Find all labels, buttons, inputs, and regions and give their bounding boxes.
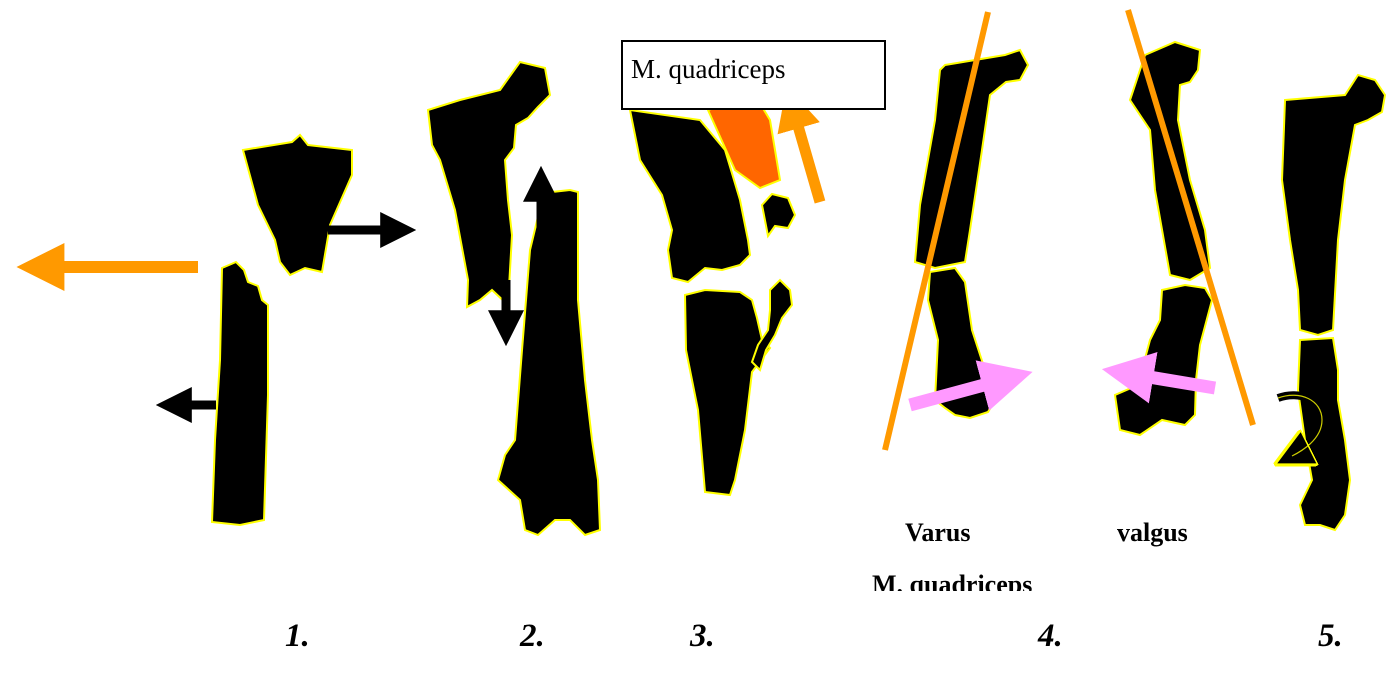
quadriceps-label-box: M. quadriceps <box>621 40 886 110</box>
fig2-femur-distal <box>498 190 600 535</box>
figure-number-1: 1. <box>285 618 310 655</box>
quadriceps-cut-label-clip: M. quadriceps <box>868 570 1068 591</box>
figure-number-5: 5. <box>1318 618 1343 655</box>
figure-number-3: 3. <box>690 618 715 655</box>
fig4-valgus-femur-lower <box>1115 285 1212 435</box>
fig3-patella-fragment <box>762 194 795 236</box>
quadriceps-cut-label: M. quadriceps <box>872 570 1032 591</box>
fig5-femur-lower <box>1298 338 1350 530</box>
fig1-bone-lower-fragment <box>212 262 268 525</box>
fig5-femur-upper <box>1282 75 1385 335</box>
fig3-tibia <box>685 290 770 495</box>
fig3-muscle-pull-arrow <box>792 105 820 202</box>
figure-number-2: 2. <box>520 618 545 655</box>
quadriceps-label: M. quadriceps <box>631 54 785 85</box>
valgus-label: valgus <box>1117 518 1188 548</box>
fig1-bone-upper-fragment <box>243 135 352 275</box>
varus-label: Varus <box>905 518 971 548</box>
figure-number-4: 4. <box>1038 618 1063 655</box>
